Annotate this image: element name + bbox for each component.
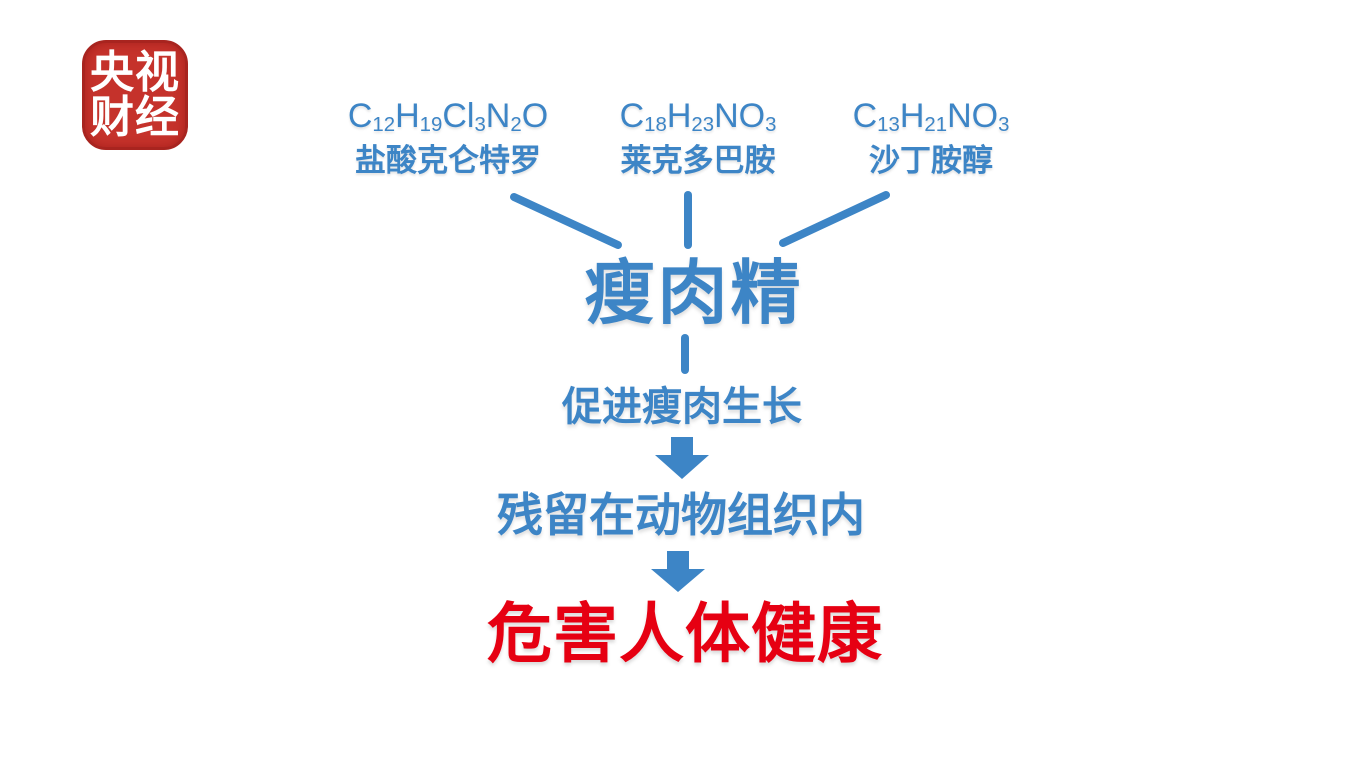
chemical-formula: C13H21NO3 [852,97,1010,136]
source-ractopamine: C18H23NO3 莱克多巴胺 [619,97,777,179]
step-residue-tissue: 残留在动物组织内 [497,489,865,541]
chemical-name: 沙丁胺醇 [869,143,993,179]
chemical-name: 莱克多巴胺 [620,143,776,179]
source-clenbuterol: C12H19Cl3N2O 盐酸克仑特罗 [347,97,549,179]
source-salbutamol: C13H21NO3 沙丁胺醇 [852,97,1010,179]
connector-line-left [510,193,622,249]
down-arrow-2 [651,551,705,592]
chemical-formula: C18H23NO3 [619,97,777,136]
cctv-finance-logo: 央视 财经 [82,40,188,150]
down-arrow-1 [655,437,709,479]
chemical-formula: C12H19Cl3N2O [347,97,549,136]
logo-text-line1: 央视 [90,47,180,97]
warning-health-hazard: 危害人体健康 [486,597,884,670]
step-promote-growth: 促进瘦肉生长 [562,385,802,429]
central-node-label: 瘦肉精 [584,254,804,332]
chemical-name: 盐酸克仑特罗 [355,143,541,179]
connector-line-right [779,191,890,247]
logo-text-line2: 财经 [90,93,180,142]
